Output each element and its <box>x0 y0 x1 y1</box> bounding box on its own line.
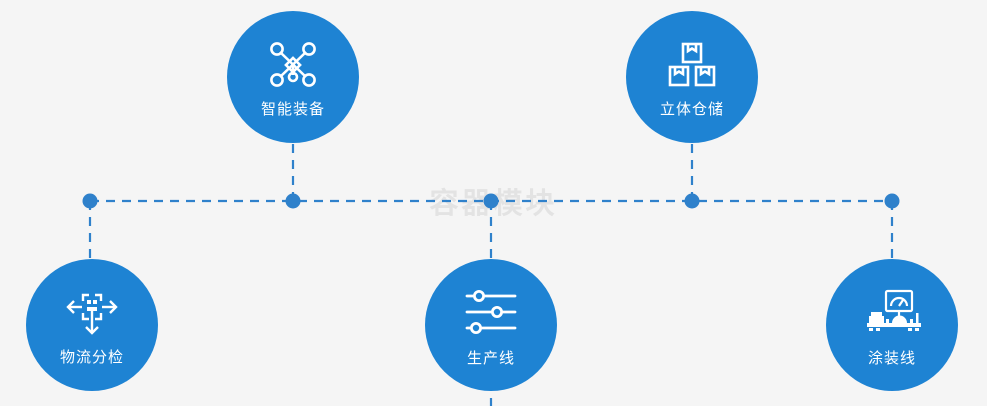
node-dot-smart-equipment[interactable] <box>285 193 301 209</box>
sliders-icon <box>463 285 519 339</box>
node-dot-logistics[interactable] <box>82 193 98 209</box>
bubble-label-painting-line: 涂装线 <box>867 349 916 367</box>
bubble-production-line[interactable]: 生产线 <box>425 259 557 391</box>
bubble-stereo-warehouse[interactable]: 立体仓储 <box>626 11 758 143</box>
node-dot-production-line[interactable] <box>483 193 499 209</box>
bubble-smart-equipment[interactable]: 智能装备 <box>227 11 359 143</box>
stacked-boxes-icon <box>666 38 718 92</box>
network-nodes-icon <box>266 38 320 92</box>
bubble-label-production-line: 生产线 <box>466 349 515 367</box>
node-dot-warehouse[interactable] <box>684 193 700 209</box>
bubble-label-stereo-warehouse: 立体仓储 <box>659 100 724 118</box>
bubble-label-logistics-sorting: 物流分检 <box>59 348 124 366</box>
node-dot-painting-line[interactable] <box>884 193 900 209</box>
bubble-logistics-sorting[interactable]: 物流分检 <box>26 259 158 391</box>
bubble-label-smart-equipment: 智能装备 <box>260 100 325 118</box>
bubble-painting-line[interactable]: 涂装线 <box>826 259 958 391</box>
sorting-scan-icon <box>64 286 120 340</box>
factory-workstation-icon <box>861 285 923 339</box>
